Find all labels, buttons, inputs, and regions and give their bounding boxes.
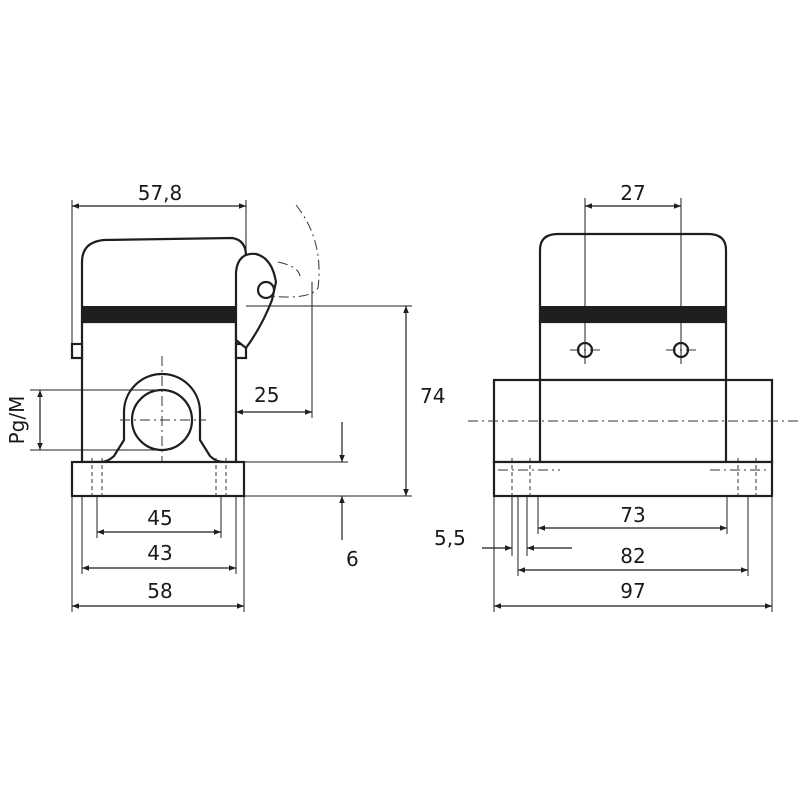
dim-inner-width: 43 bbox=[147, 541, 172, 565]
side-locking-lever bbox=[234, 252, 278, 350]
dim-base-thickness: 6 bbox=[346, 547, 359, 571]
front-hood-band bbox=[540, 306, 726, 322]
dim-hole-spacing-front: 73 bbox=[620, 503, 645, 527]
dim-inner-width-front: 82 bbox=[620, 544, 645, 568]
dim-top-spacing: 27 bbox=[620, 181, 645, 205]
front-housing-upper bbox=[538, 320, 728, 382]
front-base-plate bbox=[492, 460, 774, 498]
side-base-plate bbox=[70, 460, 246, 498]
dim-base-width: 58 bbox=[147, 579, 172, 603]
front-hood bbox=[538, 232, 728, 324]
dim-offset: 25 bbox=[254, 383, 279, 407]
dim-thread: Pg/M bbox=[5, 396, 29, 445]
front-view: 27 73 5,5 82 97 bbox=[434, 181, 798, 612]
side-hood-band bbox=[82, 306, 246, 322]
side-pin-left bbox=[70, 342, 84, 360]
side-lever-swing bbox=[269, 204, 320, 298]
dim-height: 74 bbox=[420, 384, 445, 408]
dim-base-width-front: 97 bbox=[620, 579, 645, 603]
side-lever-pivot bbox=[256, 280, 276, 300]
dim-width-top: 57,8 bbox=[138, 181, 183, 205]
dim-hole-spacing: 45 bbox=[147, 506, 172, 530]
dim-edge-offset: 5,5 bbox=[434, 526, 466, 550]
side-housing bbox=[80, 320, 238, 464]
side-view: 57,8 74 25 Pg/M 6 45 43 58 bbox=[5, 181, 445, 612]
